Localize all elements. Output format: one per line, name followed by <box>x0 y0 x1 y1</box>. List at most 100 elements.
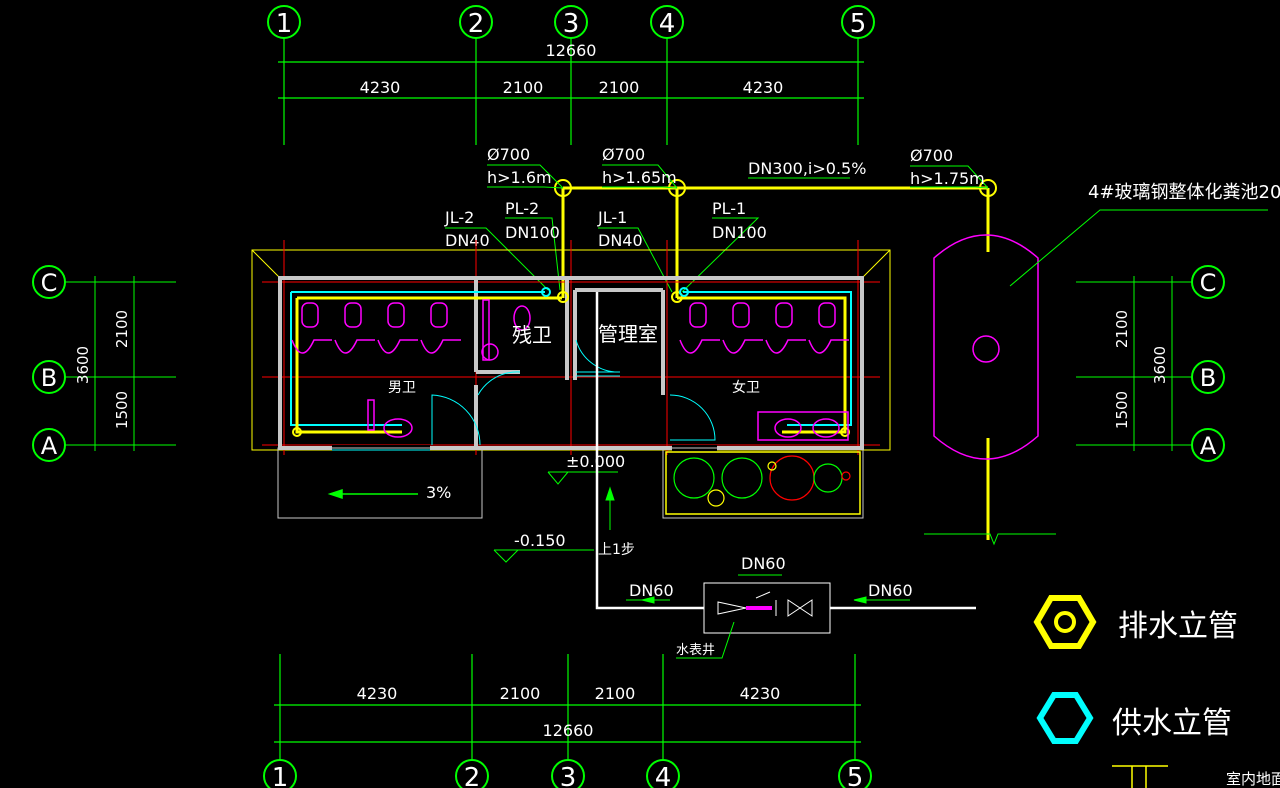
legend-supply-label: 供水立管 <box>1112 706 1232 741</box>
legend-drain-icon <box>1033 595 1097 649</box>
left-axis-bubbles <box>32 265 66 462</box>
left-axis-label-c: C <box>41 269 58 297</box>
top-total-dimension: 12660 <box>546 41 597 60</box>
supply-label-2: DN60 <box>741 554 786 573</box>
supply-pipes <box>290 291 852 426</box>
room-accessible-label: 残卫 <box>512 323 552 347</box>
riser-jl1-name: JL-1 <box>597 208 627 227</box>
manhole-1-depth: h>1.6m <box>487 168 552 187</box>
right-dim-1: 2100 <box>1113 310 1131 348</box>
right-dim-2: 1500 <box>1113 391 1131 429</box>
wash-basin <box>383 418 413 438</box>
legend-supply-icon <box>1036 692 1094 744</box>
door-swings <box>332 339 716 451</box>
septic-leader <box>924 209 1268 546</box>
manhole-3-depth: h>1.75m <box>910 169 985 188</box>
toilet-bowl <box>513 305 531 331</box>
bottom-axis-label-2: 2 <box>464 763 481 788</box>
vanity-counter <box>757 411 849 441</box>
fixtures <box>291 299 849 441</box>
stall-partition <box>722 339 763 354</box>
right-axis-label-c: C <box>1200 269 1217 297</box>
left-axis-label-a: A <box>41 432 58 460</box>
septic-tank <box>933 234 1039 460</box>
top-axis-label-5: 5 <box>850 9 867 39</box>
supply-label-3: DN60 <box>868 581 913 600</box>
riser-jl2-name: JL-2 <box>444 208 474 227</box>
left-axis-label-b: B <box>41 364 57 392</box>
planting-shrubs <box>673 455 851 507</box>
supply-label-1: DN60 <box>629 581 674 600</box>
toilet-pan <box>430 302 448 328</box>
room-office-label: 管理室 <box>598 322 658 346</box>
legend-partial-label: 室内地面 <box>1226 770 1280 788</box>
top-dim-1: 4230 <box>360 78 401 97</box>
left-dim-2: 1500 <box>113 391 131 429</box>
wash-basin <box>812 418 840 438</box>
outdoor-level-label: -0.150 <box>514 531 566 550</box>
riser-jl2-size: DN40 <box>445 231 490 250</box>
step-label: 上1步 <box>598 542 635 558</box>
riser-leaders <box>445 217 760 293</box>
toilet-pan <box>732 302 750 328</box>
stall-partition <box>420 339 461 354</box>
slope-label: 3% <box>426 483 451 502</box>
meter-well-label: 水表井 <box>676 643 715 658</box>
manhole-3-dia: Ø700 <box>910 146 953 165</box>
legend-partial-icon <box>1112 765 1168 788</box>
top-dim-2: 2100 <box>503 78 544 97</box>
left-total-dim: 3600 <box>74 346 92 384</box>
top-dimension-lines <box>278 38 864 145</box>
bottom-dimension-lines <box>274 654 861 760</box>
top-dim-4: 4230 <box>743 78 784 97</box>
room-mens-label: 男卫 <box>388 380 416 396</box>
top-axis-label-4: 4 <box>659 9 676 39</box>
stall-partition <box>334 339 375 354</box>
toilet-pan <box>818 302 836 328</box>
supply-riser-markers <box>541 287 689 297</box>
top-dim-3: 2100 <box>599 78 640 97</box>
water-supply-main <box>595 292 976 610</box>
stall-partition <box>765 339 806 354</box>
bottom-axis-bubbles <box>263 759 872 788</box>
riser-pl2-size: DN100 <box>505 223 560 242</box>
toilet-pan <box>689 302 707 328</box>
slope-arrow <box>327 488 418 500</box>
planter-box <box>665 451 861 515</box>
bottom-dim-4: 4230 <box>740 684 781 703</box>
red-axis-lines <box>262 240 880 455</box>
top-axis-label-3: 3 <box>563 9 580 39</box>
manhole-2-dia: Ø700 <box>602 145 645 164</box>
bottom-axis-label-5: 5 <box>847 763 864 788</box>
stall-partition <box>679 339 720 354</box>
paving-outline <box>277 447 864 519</box>
building-walls <box>278 276 864 450</box>
bottom-total-dimension: 12660 <box>543 721 594 740</box>
septic-tank-label: 4#玻璃钢整体化粪池20m³ <box>1088 182 1280 203</box>
supply-leaders <box>626 574 910 659</box>
bottom-axis-label-3: 3 <box>560 763 577 788</box>
top-axis-label-1: 1 <box>276 9 293 39</box>
stall-partition <box>291 339 332 354</box>
toilet-pan <box>775 302 793 328</box>
toilet-pan <box>387 302 405 328</box>
bottom-dim-1: 4230 <box>357 684 398 703</box>
bottom-dim-3: 2100 <box>595 684 636 703</box>
bottom-axis-label-4: 4 <box>655 763 672 788</box>
pipe-riser-markers <box>292 291 850 437</box>
legend-drain-label: 排水立管 <box>1118 609 1238 644</box>
urinal-partition <box>367 399 375 431</box>
floor-level-label: ±0.000 <box>566 452 625 471</box>
right-axis-label-b: B <box>1200 364 1216 392</box>
right-total-dim: 3600 <box>1151 346 1169 384</box>
right-axis-label-a: A <box>1200 432 1217 460</box>
riser-pl1-size: DN100 <box>712 223 767 242</box>
toilet-pan <box>344 302 362 328</box>
riser-jl1-size: DN40 <box>598 231 643 250</box>
toilet-pan <box>301 302 319 328</box>
riser-pl1-name: PL-1 <box>712 199 746 218</box>
left-dimension-lines <box>66 276 176 451</box>
stall-partition <box>808 339 849 354</box>
level-markers <box>493 471 618 563</box>
stall-partition <box>377 339 418 354</box>
